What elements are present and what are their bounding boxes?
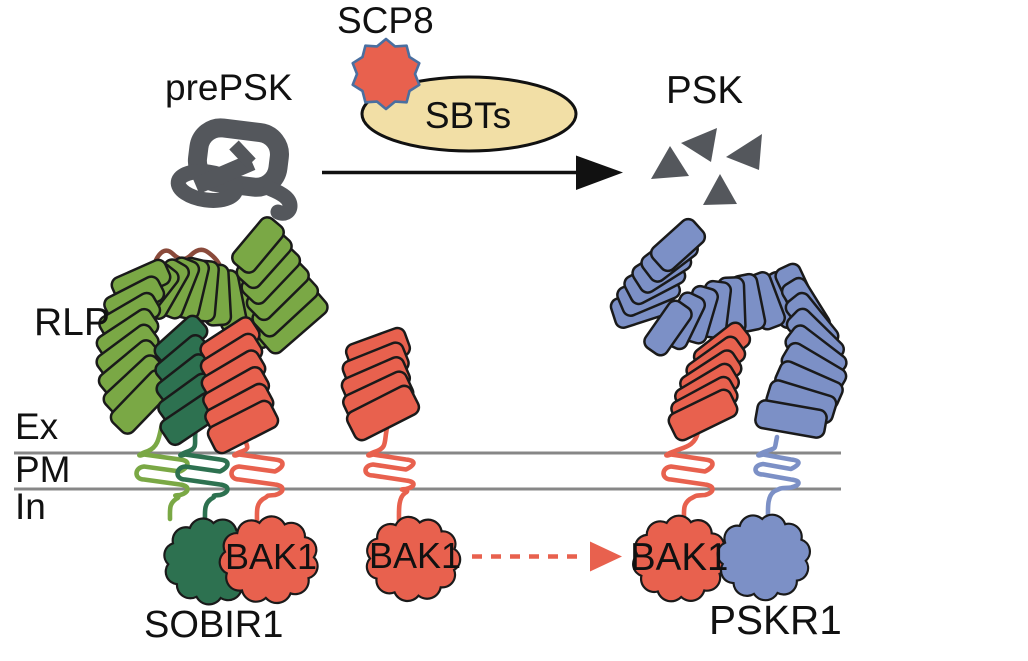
svg-text:RLP: RLP: [34, 301, 110, 344]
svg-text:PSK: PSK: [666, 69, 743, 112]
svg-text:BAK1: BAK1: [630, 536, 728, 579]
svg-text:BAK1: BAK1: [369, 535, 461, 576]
svg-text:In: In: [15, 486, 46, 527]
svg-text:PM: PM: [15, 449, 71, 490]
svg-text:prePSK: prePSK: [165, 67, 293, 108]
svg-text:SCP8: SCP8: [337, 0, 434, 41]
svg-text:BAK1: BAK1: [225, 536, 317, 577]
svg-text:SBTs: SBTs: [425, 95, 511, 136]
svg-text:Ex: Ex: [15, 406, 59, 447]
svg-text:SOBIR1: SOBIR1: [144, 604, 283, 646]
svg-text:PSKR1: PSKR1: [709, 597, 842, 643]
